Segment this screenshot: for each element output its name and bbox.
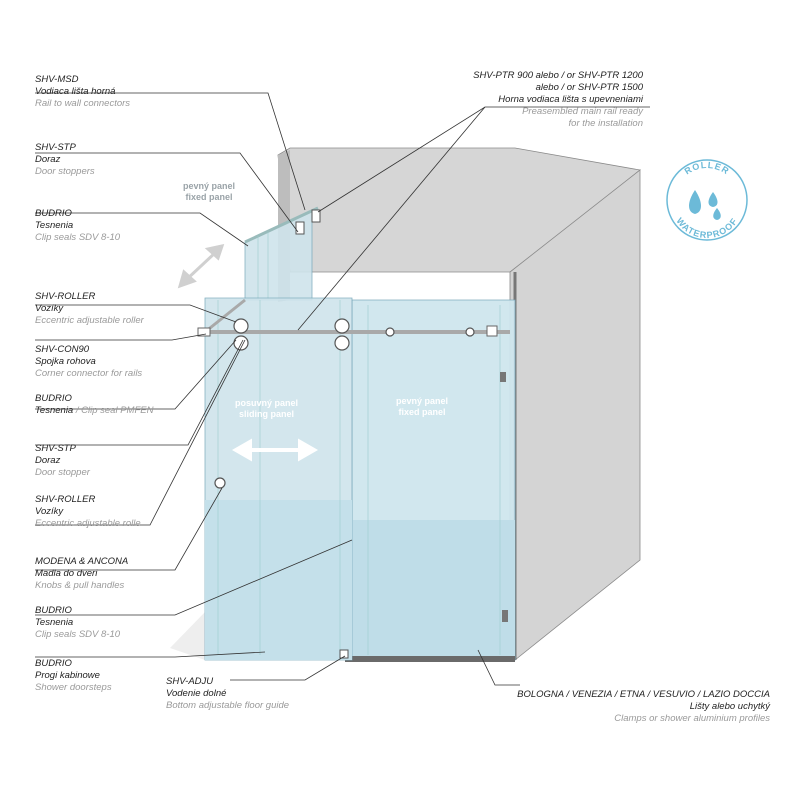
label-code: SHV-PTR 900 alebo / or SHV-PTR 1200: [473, 70, 643, 81]
label-en: Knobs & pull handles: [35, 580, 125, 591]
label-en: for the installation: [568, 118, 643, 129]
label-en: Eccentric adjustable roller: [35, 315, 144, 326]
label-code: SHV-CON90: [35, 344, 90, 355]
label-sk: Progi kabinowe: [35, 670, 100, 681]
label-code: SHV-ROLLER: [35, 291, 96, 302]
wall-connector: [197, 327, 211, 337]
rail-end-2: [465, 327, 475, 337]
label-shv-roller-bottom: SHV-ROLLER Vozíky Eccentric adjustable r…: [35, 494, 141, 530]
label-sk: Tesnenia: [35, 405, 74, 416]
top-rail-back: [244, 206, 319, 244]
top-connector: [295, 221, 305, 235]
label-modena-ancona: MODENA & ANCONA Madla do dveri Knobs & p…: [35, 556, 128, 592]
label-sk: Horna vodiaca lišta s upevneniami: [498, 94, 643, 105]
label-code: SHV-MSD: [35, 74, 79, 85]
roller-4: [334, 335, 350, 351]
label-sk: Tesnenia: [35, 617, 74, 628]
panel-label-en: fixed panel: [185, 192, 233, 202]
label-sk: Vodiaca lišta horná: [35, 86, 116, 97]
rollers: [214, 318, 475, 489]
label-en: / Clip seal PMFEN: [75, 405, 154, 416]
floor-profile: [345, 656, 515, 662]
label-sk: Vozíky: [35, 506, 64, 517]
label-en: Clip seals SDV 8-10: [35, 232, 121, 243]
label-en: Clip seals SDV 8-10: [35, 629, 121, 640]
clip-right-low: [502, 610, 508, 622]
label-en: Rail to wall connectors: [35, 98, 131, 109]
label-shv-ptr: SHV-PTR 900 alebo / or SHV-PTR 1200 aleb…: [473, 70, 643, 130]
label-code: BUDRIO: [35, 208, 72, 219]
label-en: Eccentric adjustable rolle: [35, 518, 141, 529]
label-code: SHV-ROLLER: [35, 494, 96, 505]
label-shv-stp-mid: SHV-STP Doraz Door stopper: [35, 443, 90, 479]
label-sk: Lišty alebo uchytký: [689, 701, 770, 712]
panel-label-sk: pevný panel: [183, 181, 236, 191]
label-en: Clamps or shower aluminium profiles: [614, 713, 770, 724]
label-en: Bottom adjustable floor guide: [166, 700, 290, 711]
label-en: Preasembled main rail ready: [522, 106, 643, 117]
label-budrio-lower: BUDRIO Tesnenia Clip seals SDV 8-10: [35, 605, 120, 641]
label-shv-msd: SHV-MSD Vodiaca lišta horná Rail to wall…: [35, 74, 130, 110]
door-stopper: [486, 325, 498, 337]
label-sk: Spojka rohova: [35, 356, 96, 367]
label-sk: Doraz: [35, 455, 61, 466]
label-code: BUDRIO: [35, 605, 72, 616]
badge-bottom-text: WATERPROOF: [674, 216, 738, 240]
slide-arrow: [231, 438, 319, 462]
roller-3: [334, 318, 350, 334]
front-panel-lower: [352, 520, 515, 660]
label-sk: Madla do dveri: [35, 568, 98, 579]
rail-end: [385, 327, 395, 337]
label-budrio-bottom: BUDRIO Progi kabinowe Shower doorsteps: [35, 658, 112, 694]
label-shv-stp-top: SHV-STP Doraz Door stoppers: [35, 142, 95, 178]
label-sk: Doraz: [35, 154, 61, 165]
label-code: BOLOGNA / VENEZIA / ETNA / VESUVIO / LAZ…: [517, 689, 770, 700]
panel-label-sk: posuvný panel: [235, 398, 299, 408]
roller-1: [233, 318, 249, 334]
label-profiles: BOLOGNA / VENEZIA / ETNA / VESUVIO / LAZ…: [517, 689, 770, 725]
roller-waterproof-badge: ROLLER WATERPROOF: [666, 159, 748, 241]
label-code: SHV-STP: [35, 443, 76, 454]
top-connector-2: [311, 209, 321, 223]
label-en: Door stoppers: [35, 166, 95, 177]
panel-label-front-fixed: pevný panel fixed panel: [396, 396, 448, 418]
panel-label-en: sliding panel: [239, 409, 295, 419]
label-shv-con90: SHV-CON90 Spojka rohova Corner connector…: [35, 344, 142, 380]
label-shv-adju: SHV-ADJU Vodenie dolné Bottom adjustable…: [166, 676, 289, 712]
panel-label-sliding: posuvný panel sliding panel: [235, 398, 298, 420]
back-arrow: [177, 243, 225, 289]
label-en: Door stopper: [35, 467, 90, 478]
label-code: alebo / or SHV-PTR 1500: [535, 82, 643, 93]
water-drop-icon: [689, 190, 721, 220]
panel-label-sk: pevný panel: [396, 396, 449, 406]
svg-text:ROLLER: ROLLER: [683, 160, 732, 177]
knob: [214, 477, 226, 489]
label-code: SHV-ADJU: [166, 676, 214, 687]
badge-top-text: ROLLER: [683, 160, 731, 177]
floor-guide: [339, 649, 349, 659]
clip-right: [500, 372, 506, 382]
label-code: MODENA & ANCONA: [35, 556, 129, 567]
badge-ring: [666, 159, 748, 241]
label-sk: Vodenie dolné: [166, 688, 227, 699]
label-sk: Tesnenia: [35, 220, 74, 231]
top-rail-side: [204, 298, 246, 334]
label-code: BUDRIO: [35, 658, 72, 669]
label-code: BUDRIO: [35, 393, 72, 404]
panel-label-back-fixed: pevný panel fixed panel: [183, 181, 235, 203]
svg-text:WATERPROOF: WATERPROOF: [674, 216, 739, 240]
label-en: Shower doorsteps: [35, 682, 112, 693]
label-budrio-mid: BUDRIO Tesnenia / Clip seal PMFEN: [35, 393, 153, 417]
leader-lines: [35, 92, 650, 686]
panel-label-en: fixed panel: [398, 407, 446, 417]
label-budrio-top: BUDRIO Tesnenia Clip seals SDV 8-10: [35, 208, 120, 244]
label-sk: Vozíky: [35, 303, 64, 314]
label-shv-roller-top: SHV-ROLLER Vozíky Eccentric adjustable r…: [35, 291, 144, 327]
label-code: SHV-STP: [35, 142, 76, 153]
label-en: Corner connector for rails: [35, 368, 143, 379]
